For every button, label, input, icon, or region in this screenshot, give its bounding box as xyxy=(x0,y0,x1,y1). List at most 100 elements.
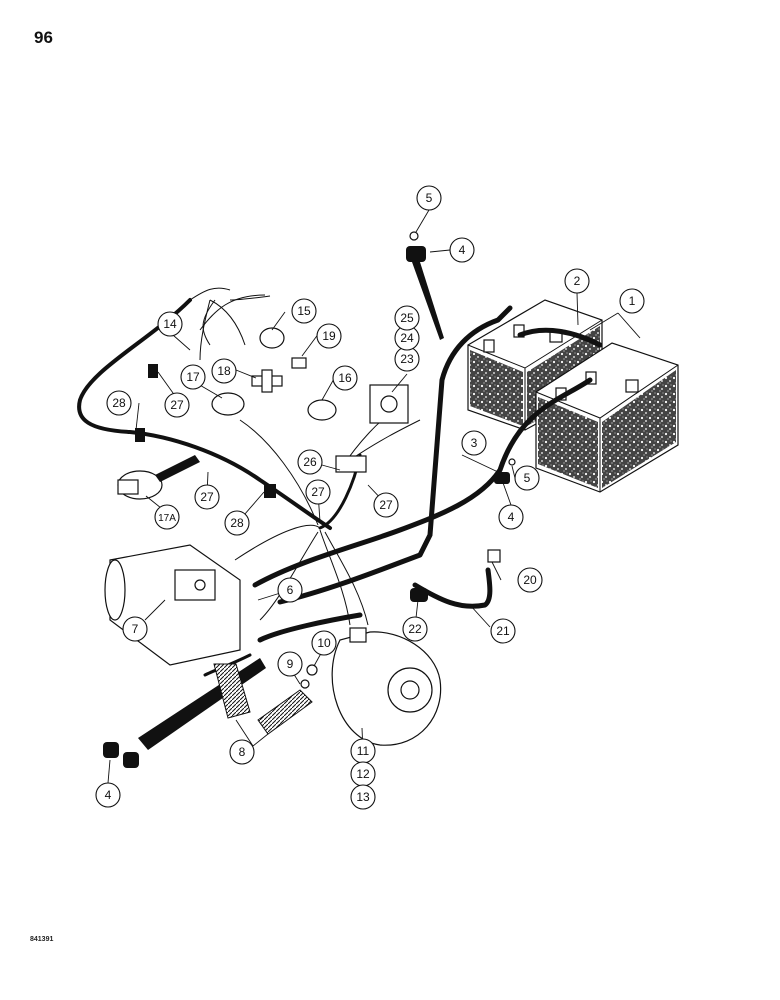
svg-text:4: 4 xyxy=(508,510,515,524)
svg-text:28: 28 xyxy=(112,396,126,410)
callout-15: 15 xyxy=(291,298,317,324)
ground-strap-left xyxy=(213,663,251,719)
callout-19: 19 xyxy=(316,323,342,349)
svg-text:21: 21 xyxy=(496,624,510,638)
starter-motor xyxy=(104,544,241,666)
svg-text:2: 2 xyxy=(574,274,581,288)
svg-text:5: 5 xyxy=(524,471,531,485)
svg-text:23: 23 xyxy=(400,352,414,366)
svg-text:15: 15 xyxy=(297,304,311,318)
callout-18: 18 xyxy=(211,358,237,384)
callout-13: 13 xyxy=(350,784,376,810)
svg-text:14: 14 xyxy=(163,317,177,331)
svg-text:10: 10 xyxy=(317,636,331,650)
callout-26: 26 xyxy=(297,449,323,475)
svg-text:16: 16 xyxy=(338,371,352,385)
svg-text:20: 20 xyxy=(523,573,537,587)
svg-text:17A: 17A xyxy=(158,513,176,524)
svg-text:27: 27 xyxy=(311,485,325,499)
svg-text:6: 6 xyxy=(287,583,294,597)
drawing-code: 841391 xyxy=(30,936,54,943)
svg-text:13: 13 xyxy=(356,790,370,804)
cable-ties-28 xyxy=(135,364,276,498)
callout-24: 24 xyxy=(394,325,420,351)
svg-text:17: 17 xyxy=(186,370,200,384)
callout-20: 20 xyxy=(517,567,543,593)
page-number: 96 xyxy=(34,28,53,47)
callout-27-left: 27 xyxy=(164,392,190,418)
svg-text:24: 24 xyxy=(400,331,414,345)
callout-21: 21 xyxy=(490,618,516,644)
callout-27-right: 27 xyxy=(373,492,399,518)
ground-strap-right xyxy=(257,689,313,735)
grommet-15 xyxy=(259,327,285,349)
callout-4-bottom: 4 xyxy=(95,782,121,808)
callout-27-lower-left: 27 xyxy=(194,484,220,510)
cable-upper xyxy=(412,262,444,340)
callout-16: 16 xyxy=(332,365,358,391)
svg-text:18: 18 xyxy=(217,364,231,378)
svg-text:27: 27 xyxy=(379,498,393,512)
tee-18 xyxy=(251,369,283,393)
callout-17a: 17A xyxy=(154,504,180,530)
svg-text:22: 22 xyxy=(408,622,422,636)
callout-3: 3 xyxy=(461,430,487,456)
battery-cables xyxy=(203,305,603,677)
svg-text:27: 27 xyxy=(170,398,184,412)
connector-26 xyxy=(335,455,367,473)
nut-10 xyxy=(306,664,318,676)
sender-17a xyxy=(117,455,200,500)
svg-text:26: 26 xyxy=(303,455,317,469)
sender-17 xyxy=(211,392,245,416)
svg-text:19: 19 xyxy=(322,329,336,343)
callout-4-top: 4 xyxy=(449,237,475,263)
svg-text:25: 25 xyxy=(400,311,414,325)
clamp-4-bottom xyxy=(103,742,139,768)
svg-text:4: 4 xyxy=(459,243,466,257)
callout-27-center: 27 xyxy=(305,479,331,505)
terminal-20 xyxy=(487,549,501,563)
callout-5-top: 5 xyxy=(416,185,442,211)
svg-text:1: 1 xyxy=(629,294,636,308)
solenoid-23 xyxy=(369,384,409,424)
fitting-19 xyxy=(291,357,307,369)
svg-text:27: 27 xyxy=(200,490,214,504)
callout-22: 22 xyxy=(402,616,428,642)
washer-9 xyxy=(300,679,310,689)
callout-2: 2 xyxy=(564,268,590,294)
svg-text:4: 4 xyxy=(105,788,112,802)
callout-7: 7 xyxy=(122,616,148,642)
callout-14: 14 xyxy=(157,311,183,337)
svg-text:12: 12 xyxy=(356,767,370,781)
callout-9: 9 xyxy=(277,651,303,677)
thin-wire-14 xyxy=(199,294,266,346)
svg-text:8: 8 xyxy=(239,745,246,759)
callout-23: 23 xyxy=(394,346,420,372)
svg-text:11: 11 xyxy=(357,744,370,758)
callout-11: 11 xyxy=(350,738,376,764)
svg-text:9: 9 xyxy=(287,657,294,671)
clamp-4-mid xyxy=(494,458,516,484)
callout-1: 1 xyxy=(619,288,645,314)
clamp-4-top xyxy=(406,231,426,262)
svg-text:28: 28 xyxy=(230,516,244,530)
callout-6: 6 xyxy=(277,577,303,603)
svg-text:3: 3 xyxy=(471,436,478,450)
clamp-22 xyxy=(410,588,428,602)
callout-12: 12 xyxy=(350,761,376,787)
svg-text:7: 7 xyxy=(132,622,139,636)
callout-28-lower: 28 xyxy=(224,510,250,536)
callout-28-left: 28 xyxy=(106,390,132,416)
callouts: 1 2 3 4 4 4 5 5 6 7 8 9 10 11 12 13 14 1… xyxy=(95,185,645,810)
callout-25: 25 xyxy=(394,305,420,331)
callout-5-mid: 5 xyxy=(514,465,540,491)
switch-16 xyxy=(307,399,337,421)
callout-8: 8 xyxy=(229,739,255,765)
callout-4-mid: 4 xyxy=(498,504,524,530)
callout-17: 17 xyxy=(180,364,206,390)
svg-text:5: 5 xyxy=(426,191,433,205)
callout-10: 10 xyxy=(311,630,337,656)
alternator xyxy=(331,627,442,746)
